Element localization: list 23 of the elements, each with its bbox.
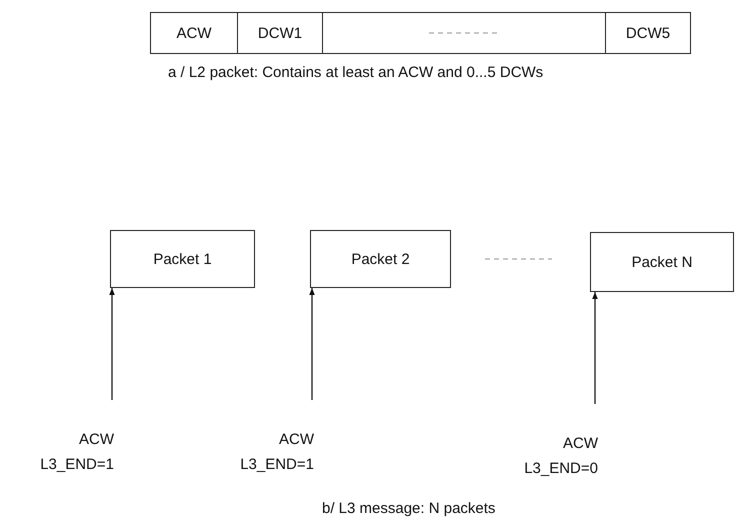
figure-caption: a / L2 packet: Contains at least an ACW and 0...5 DCWs (168, 64, 544, 81)
field-name: Packet 1 (153, 252, 212, 266)
packet-field-cell (237, 12, 323, 54)
arrow (309, 288, 315, 400)
field-value: L3_END=0 (524, 461, 598, 476)
packet-box (310, 230, 451, 288)
packet-field-cell (150, 12, 238, 54)
arrow (109, 288, 115, 400)
field-name: DCW1 (258, 26, 302, 40)
field-name: Packet 2 (351, 252, 410, 266)
field-value: L3_END=1 (40, 457, 114, 472)
field-name: ACW (563, 436, 598, 451)
packet-box (590, 232, 734, 292)
field-name: Packet N (632, 254, 692, 270)
arrow (592, 292, 598, 404)
field-name: ACW (279, 432, 314, 447)
field-name: ACW (79, 432, 114, 447)
figure-caption: b/ L3 message: N packets (322, 500, 496, 517)
field-value: L3_END=1 (240, 457, 314, 472)
field-name: DCW5 (626, 26, 670, 40)
packet-field-cell (605, 12, 691, 54)
packet-box (110, 230, 255, 288)
field-name: ACW (176, 26, 212, 40)
